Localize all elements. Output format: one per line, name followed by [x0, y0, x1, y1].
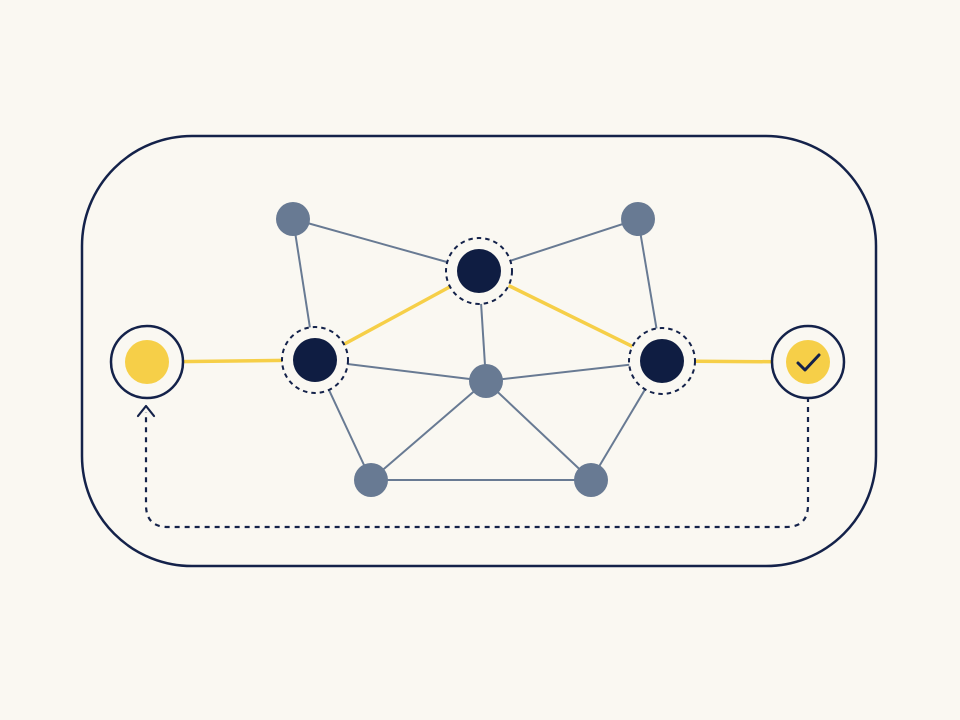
node-dot [293, 338, 337, 382]
diagram-frame [80, 134, 878, 568]
node-a [281, 326, 349, 394]
node-dot [457, 249, 501, 293]
node-dot [786, 340, 830, 384]
node-dot [125, 340, 169, 384]
node-dot [276, 202, 310, 236]
node-tl [276, 202, 310, 236]
arrow-up-icon [136, 404, 156, 418]
node-dot [354, 463, 388, 497]
node-start [109, 324, 185, 400]
feedback-loop-arrow [144, 397, 810, 529]
node-c [628, 327, 696, 395]
node-bl [354, 463, 388, 497]
edge-mid-br [485, 380, 592, 481]
node-b [445, 237, 513, 305]
node-br [574, 463, 608, 497]
node-mid [469, 364, 503, 398]
node-dot [621, 202, 655, 236]
node-tr [621, 202, 655, 236]
node-dot [574, 463, 608, 497]
node-dot [469, 364, 503, 398]
check-icon [796, 353, 821, 372]
node-end [770, 324, 846, 400]
route-segment-b-c [477, 269, 664, 363]
nodes-layer [109, 202, 846, 497]
edge-mid-bl [370, 380, 487, 481]
node-dot [640, 339, 684, 383]
